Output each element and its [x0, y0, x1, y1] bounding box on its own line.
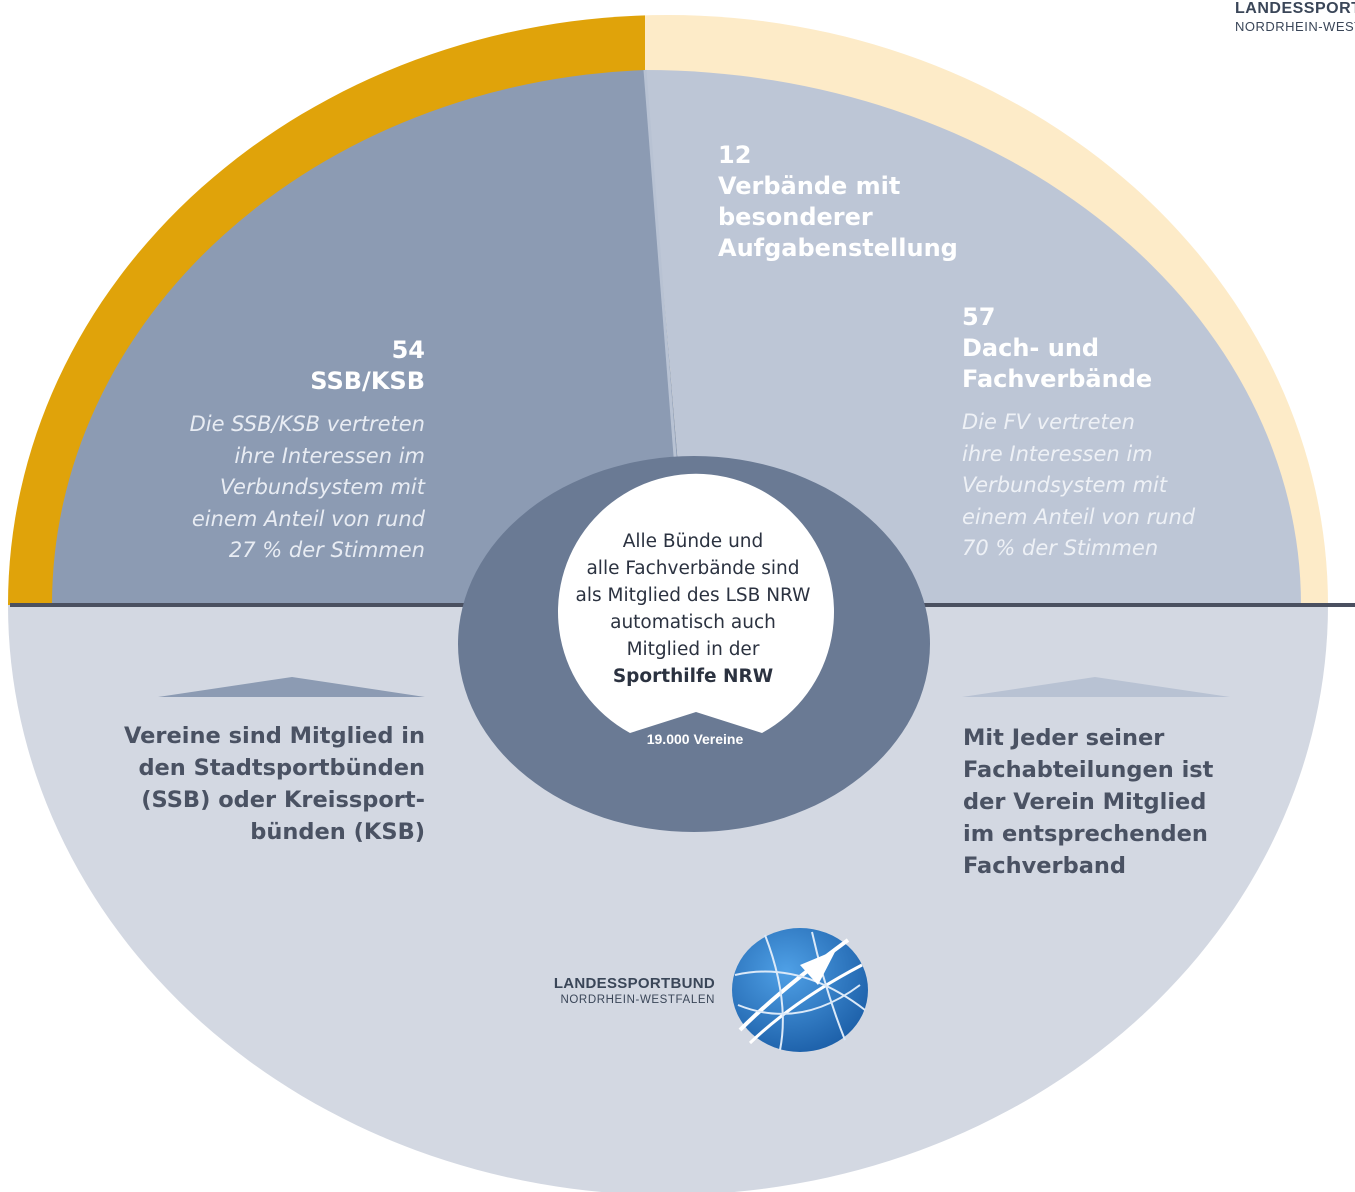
note-line: den Stadtsportbünden [138, 755, 425, 781]
sector-divider [643, 69, 682, 521]
ssb-description: Die SSB/KSB vertreten ihre Interessen im… [120, 409, 425, 567]
note-line: Fachverband [963, 853, 1127, 879]
fv-desc-line: Die FV vertreten [962, 410, 1135, 434]
note-line: Fachabteilungen ist [963, 757, 1214, 783]
fv-membership-note: Mit Jeder seiner Fachabteilungen ist der… [963, 722, 1263, 882]
center-line: Alle Bünde und [622, 531, 764, 552]
center-strong: Sporthilfe NRW [612, 666, 774, 687]
ssb-name: SSB/KSB [310, 367, 425, 395]
ssb-desc-line: Die SSB/KSB vertreten [189, 412, 425, 436]
ssb-quadrant [51, 70, 691, 605]
fv-block: 57 Dach- und Fachverbände Die FV vertret… [962, 302, 1292, 565]
left-arrow-wedge [158, 677, 425, 697]
vereine-count: 19.000 Vereine [646, 731, 744, 747]
lsb-globe-logo [732, 928, 868, 1052]
note-line: bünden (KSB) [250, 819, 425, 845]
note-line: Mit Jeder seiner [963, 725, 1165, 751]
corner-brand-line1: LANDESSPORTBUND [1235, 0, 1355, 17]
note-line: Vereine sind Mitglied in [123, 723, 425, 749]
note-line: im entsprechenden [963, 821, 1208, 847]
center-text: Alle Bünde und alle Fachverbände sind al… [548, 528, 838, 690]
note-line: (SSB) oder Kreissport- [141, 787, 425, 813]
center-line: Mitglied in der [626, 639, 760, 660]
special-block: 12 Verbände mit besonderer Aufgabenstell… [718, 140, 1018, 264]
corner-brand-line2: NORDRHEIN-WESTFALEN [1235, 19, 1355, 34]
note-line: der Verein Mitglied [963, 789, 1207, 815]
fv-desc-line: Verbundsystem mit [962, 473, 1168, 497]
fv-description: Die FV vertreten ihre Interessen im Verb… [962, 407, 1292, 565]
ssb-desc-line: einem Anteil von rund [191, 506, 425, 531]
special-count: 12 [718, 141, 752, 169]
fv-desc-line: ihre Interessen im [962, 441, 1153, 466]
ssb-block: 54 SSB/KSB Die SSB/KSB vertreten ihre In… [120, 335, 425, 567]
center-line: als Mitglied des LSB NRW [575, 585, 811, 606]
fv-name-line: Dach- und [962, 334, 1100, 362]
special-name-line: besonderer [718, 203, 873, 231]
fv-quadrant [645, 70, 1301, 605]
center-line: automatisch auch [610, 612, 776, 633]
ssb-membership-note: Vereine sind Mitglied in den Stadtsportb… [100, 720, 425, 848]
right-arrow-wedge [962, 677, 1230, 697]
fv-desc-line: einem Anteil von rund [962, 504, 1196, 529]
center-line: alle Fachverbände sind [586, 558, 800, 579]
ssb-count: 54 [391, 336, 425, 364]
fv-name-line: Fachverbände [962, 365, 1153, 393]
special-name-line: Aufgabenstellung [718, 234, 958, 262]
ssb-desc-line: Verbundsystem mit [219, 475, 425, 499]
fv-desc-line: 70 % der Stimmen [962, 536, 1159, 560]
footer-brand-line2: NORDRHEIN-WESTFALEN [560, 994, 715, 1006]
ssb-desc-line: 27 % der Stimmen [228, 538, 425, 562]
footer-brand-line1: LANDESSPORTBUND [553, 975, 715, 992]
center-badge [557, 473, 834, 733]
fv-count: 57 [962, 303, 996, 331]
special-name-line: Verbände mit [718, 172, 901, 200]
corner-brand: LANDESSPORTBUND NORDRHEIN-WESTFALEN [1235, 0, 1355, 34]
ssb-desc-line: ihre Interessen im [234, 443, 425, 468]
footer-brand: LANDESSPORTBUND NORDRHEIN-WESTFALEN [500, 975, 715, 1006]
